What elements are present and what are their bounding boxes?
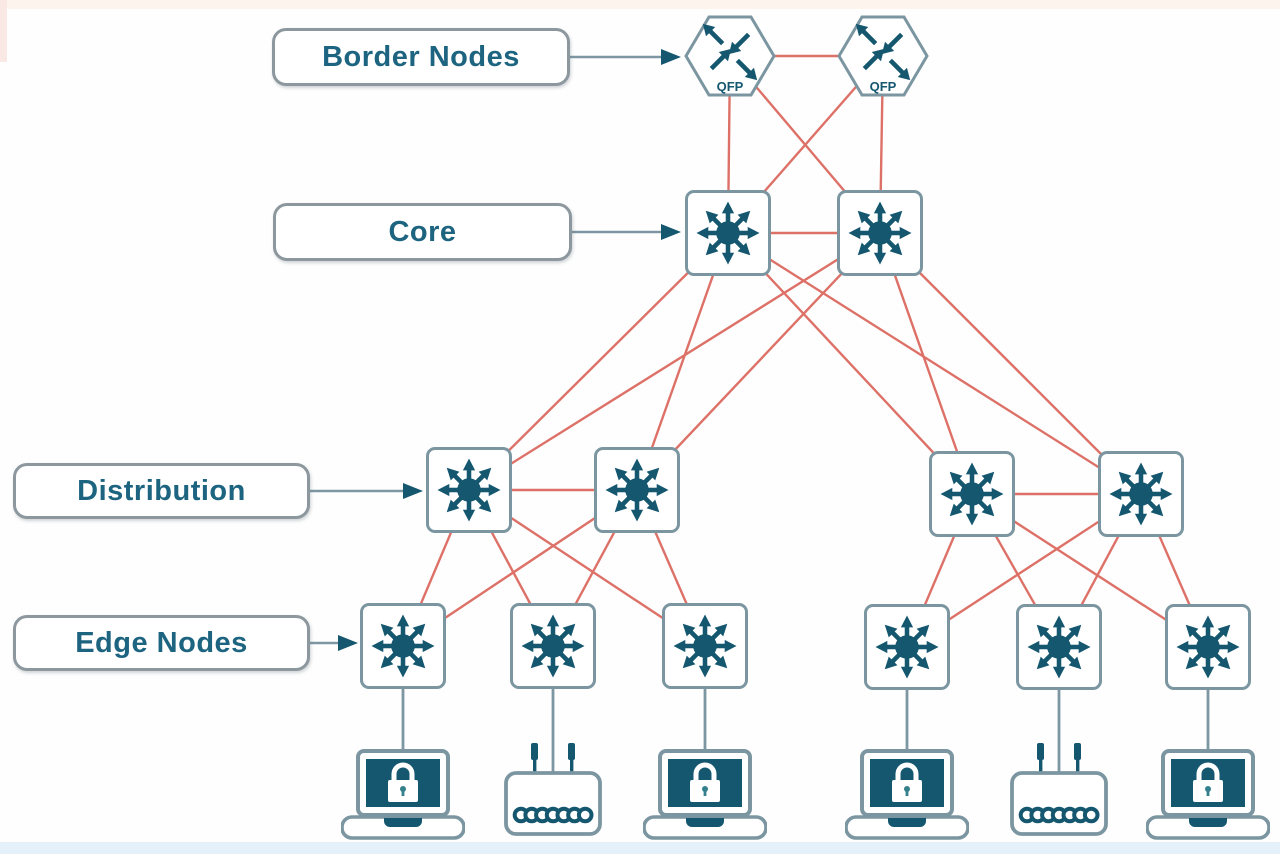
- multilayer-switch-icon: [371, 614, 435, 678]
- multilayer-switch-icon: [673, 614, 737, 678]
- layer-label-distribution: Distribution: [13, 463, 310, 519]
- red-link-c2-d4: [879, 232, 1142, 495]
- switch-node-e4: [864, 604, 950, 690]
- qfp-router-icon: QFP: [684, 15, 776, 97]
- laptop-node-h6: [1145, 749, 1271, 841]
- layer-label-border-nodes: Border Nodes: [272, 28, 570, 86]
- laptop-node-h4: [844, 749, 970, 841]
- secure-laptop-icon: [340, 749, 466, 840]
- top-border-artifact: [0, 0, 1280, 9]
- laptop-trackpad: [1189, 818, 1227, 827]
- antennas: [1037, 743, 1081, 774]
- switch-node-d4: [1098, 451, 1184, 537]
- red-link-c2-d2: [636, 232, 881, 491]
- laptop-trackpad: [686, 818, 724, 827]
- multilayer-switch-icon: [696, 201, 760, 265]
- secure-laptop-icon: [1145, 749, 1271, 840]
- multilayer-switch-icon: [875, 615, 939, 679]
- padlock-shackle: [895, 762, 919, 782]
- layer-label-text: Edge Nodes: [75, 626, 248, 659]
- qfp-node-bn2: QFP: [837, 11, 929, 101]
- switch-node-e6: [1165, 604, 1251, 690]
- switch-node-c2: [837, 190, 923, 276]
- switch-node-d3: [929, 451, 1015, 537]
- padlock-shackle: [391, 762, 415, 782]
- multilayer-switch-icon: [848, 201, 912, 265]
- switch-node-d1: [426, 447, 512, 533]
- switch-node-e5: [1016, 604, 1102, 690]
- switch-node-e2: [510, 603, 596, 689]
- multilayer-switch-icon: [940, 462, 1004, 526]
- layer-label-text: Core: [388, 215, 457, 248]
- laptop-node-h3: [642, 749, 768, 841]
- ap-node-h2: [501, 742, 605, 838]
- multilayer-switch-icon: [521, 614, 585, 678]
- laptop-trackpad: [384, 818, 422, 827]
- switch-node-e1: [360, 603, 446, 689]
- switch-node-e3: [662, 603, 748, 689]
- red-link-c1-d4: [727, 231, 1142, 496]
- qfp-node-bn1: QFP: [684, 11, 776, 101]
- secure-laptop-icon: [642, 749, 768, 840]
- multilayer-switch-icon: [437, 458, 501, 522]
- wireless-access-point-icon: [504, 743, 602, 836]
- multilayer-switch-icon: [605, 458, 669, 522]
- multilayer-switch-icon: [1176, 615, 1240, 679]
- ap-node-h5: [1007, 742, 1111, 838]
- laptop-node-h1: [340, 749, 466, 841]
- multilayer-switch-icon: [1109, 462, 1173, 526]
- laptop-trackpad: [888, 818, 926, 827]
- padlock-shackle: [693, 762, 717, 782]
- qfp-router-icon: QFP: [837, 15, 929, 97]
- layer-label-text: Distribution: [77, 474, 246, 507]
- multilayer-switch-icon: [1027, 615, 1091, 679]
- red-link-c2-d1: [468, 231, 881, 492]
- layer-label-core: Core: [273, 203, 572, 261]
- bottom-border-artifact: [0, 842, 1280, 854]
- qfp-label: QFP: [870, 79, 897, 94]
- qfp-label: QFP: [717, 79, 744, 94]
- antennas: [531, 743, 575, 774]
- red-link-c1-d3: [727, 232, 973, 495]
- switch-node-d2: [594, 447, 680, 533]
- padlock-shackle: [1196, 762, 1220, 782]
- secure-laptop-icon: [844, 749, 970, 840]
- wireless-access-point-icon: [1010, 743, 1108, 836]
- red-link-c2-d3: [878, 232, 974, 495]
- layer-label-edge-nodes: Edge Nodes: [13, 615, 310, 671]
- left-border-artifact: [0, 0, 7, 62]
- layer-label-text: Border Nodes: [322, 40, 520, 73]
- red-link-c1-d1: [468, 232, 729, 491]
- switch-node-c1: [685, 190, 771, 276]
